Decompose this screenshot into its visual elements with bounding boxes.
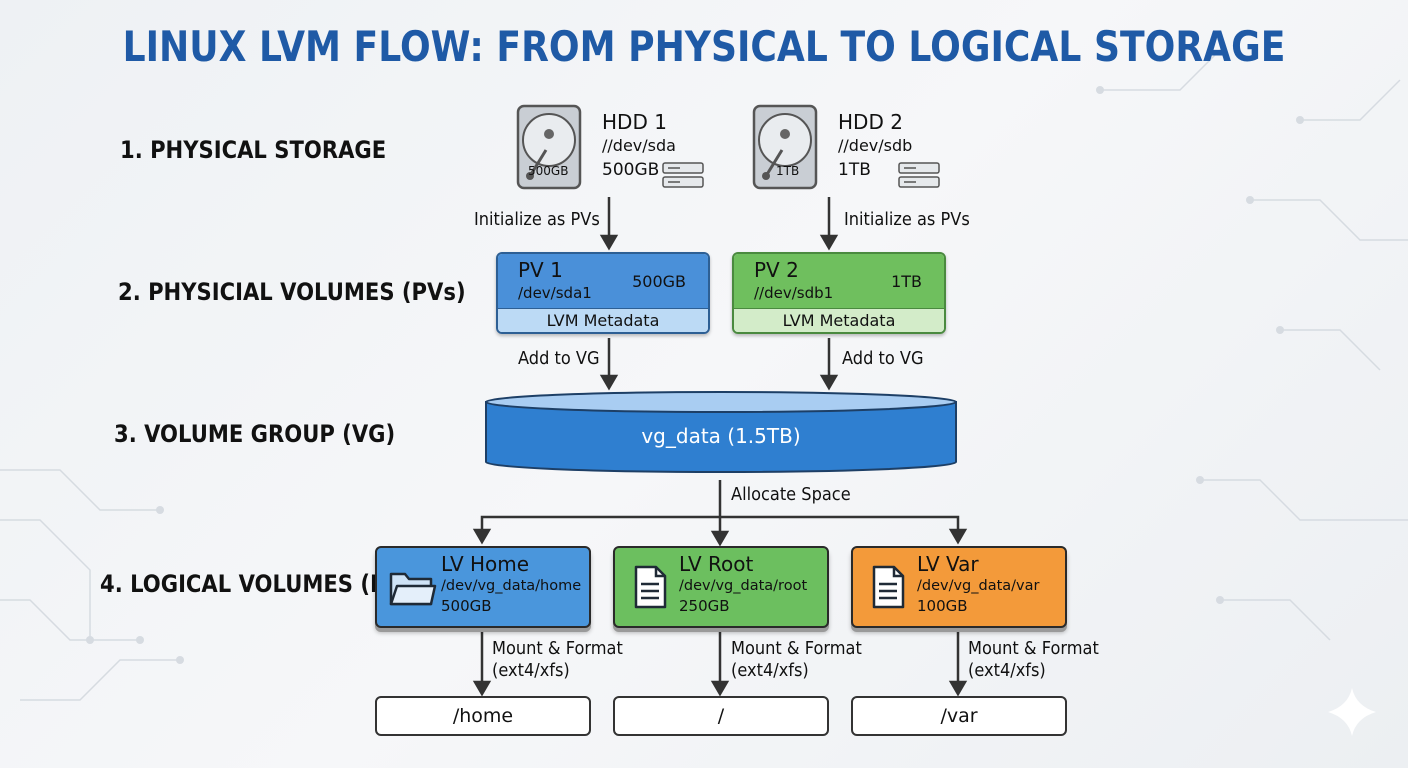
- arrow-head: [472, 680, 492, 697]
- stage-volume-group: 3. VOLUME GROUP (VG): [114, 420, 396, 448]
- sparkle-icon: [1328, 688, 1376, 736]
- stage-logical-volumes: 4. LOGICAL VOLUMES (LVs): [100, 570, 420, 598]
- hdd-2-name: HDD 2: [838, 110, 903, 134]
- document-icon: [872, 565, 905, 609]
- pv-1-device: /dev/sda1: [518, 284, 592, 302]
- hdd-2-size: 1TB: [838, 160, 871, 180]
- server-rack-icon: [898, 162, 940, 188]
- mount-point-home: /home: [375, 696, 591, 736]
- arrow-head: [819, 234, 839, 251]
- arrow-head: [710, 680, 730, 697]
- lv-home-device: /dev/vg_data/home: [441, 578, 582, 594]
- arrow-head: [948, 680, 968, 697]
- hdd-1-platter-label: 500GB: [528, 164, 569, 178]
- pv-1-metadata: LVM Metadata: [498, 308, 708, 332]
- lv-var-name: LV Var: [917, 552, 979, 576]
- edge-label-mount-var: Mount & Format: [968, 638, 1099, 659]
- pv-1-header: [498, 254, 708, 308]
- arrow-head: [599, 374, 619, 391]
- server-rack-icon: [662, 162, 704, 188]
- lv-var: LV Var /dev/vg_data/var 100GB: [851, 546, 1067, 628]
- pv-1-size: 500GB: [632, 272, 686, 291]
- mount-point-root: /: [613, 696, 829, 736]
- edge-label-init-left: Initialize as PVs: [474, 209, 600, 230]
- lv-root-device: /dev/vg_data/root: [679, 578, 808, 594]
- lv-var-device: /dev/vg_data/var: [917, 578, 1040, 594]
- edge-label-mount-root: Mount & Format: [731, 638, 862, 659]
- arrow-head: [472, 528, 492, 545]
- edge-label-fs-root: (ext4/xfs): [731, 660, 809, 681]
- flow-arrows: [472, 197, 968, 697]
- folder-icon: [389, 572, 437, 606]
- page-title: LINUX LVM FLOW: FROM PHYSICAL TO LOGICAL…: [122, 22, 1286, 71]
- lv-root-name: LV Root: [679, 552, 754, 576]
- hdd-1-name: HDD 1: [602, 110, 667, 134]
- edge-label-init-right: Initialize as PVs: [844, 209, 970, 230]
- lv-home: LV Home /dev/vg_data/home 500GB: [375, 546, 591, 628]
- pv-1-name: PV 1: [518, 258, 563, 282]
- pv-2-device: //dev/sdb1: [754, 284, 834, 302]
- edge-label-add-left: Add to VG: [518, 348, 600, 369]
- lv-var-size: 100GB: [917, 597, 968, 615]
- edge-label-add-right: Add to VG: [842, 348, 924, 369]
- hdd-2-icon: [752, 104, 818, 190]
- edge-label-fs-var: (ext4/xfs): [968, 660, 1046, 681]
- edge-label-fs-home: (ext4/xfs): [492, 660, 570, 681]
- pv-2-name: PV 2: [754, 258, 799, 282]
- edge-label-mount-home: Mount & Format: [492, 638, 623, 659]
- lv-root: LV Root /dev/vg_data/root 250GB: [613, 546, 829, 628]
- lv-home-name: LV Home: [441, 552, 530, 576]
- hdd-1-icon: [516, 104, 582, 190]
- pv-box-1: PV 1 /dev/sda1 500GB LVM Metadata: [496, 252, 710, 334]
- document-icon: [634, 565, 667, 609]
- hdd-2-platter-label: 1TB: [776, 164, 800, 178]
- arrow-head: [710, 530, 730, 547]
- arrow-head: [819, 374, 839, 391]
- stage-physical-storage: 1. PHYSICAL STORAGE: [120, 136, 387, 164]
- pv-2-header: [734, 254, 944, 308]
- hdd-1-size: 500GB: [602, 160, 660, 180]
- arrow-head: [599, 234, 619, 251]
- pv-2-size: 1TB: [891, 272, 922, 291]
- pv-2-metadata: LVM Metadata: [734, 308, 944, 332]
- pv-box-2: PV 2 //dev/sdb1 1TB LVM Metadata: [732, 252, 946, 334]
- hdd-2-device: //dev/sdb: [838, 136, 913, 155]
- stage-physical-volumes: 2. PHYSICIAL VOLUMES (PVs): [118, 278, 466, 306]
- volume-group-cylinder: [485, 391, 957, 473]
- hdd-1-device: //dev/sda: [602, 136, 676, 155]
- volume-group-label: vg_data (1.5TB): [641, 424, 801, 448]
- edge-label-allocate: Allocate Space: [731, 484, 851, 505]
- arrow-head: [948, 528, 968, 545]
- mount-point-var: /var: [851, 696, 1067, 736]
- lv-home-size: 500GB: [441, 597, 492, 615]
- lv-root-size: 250GB: [679, 597, 730, 615]
